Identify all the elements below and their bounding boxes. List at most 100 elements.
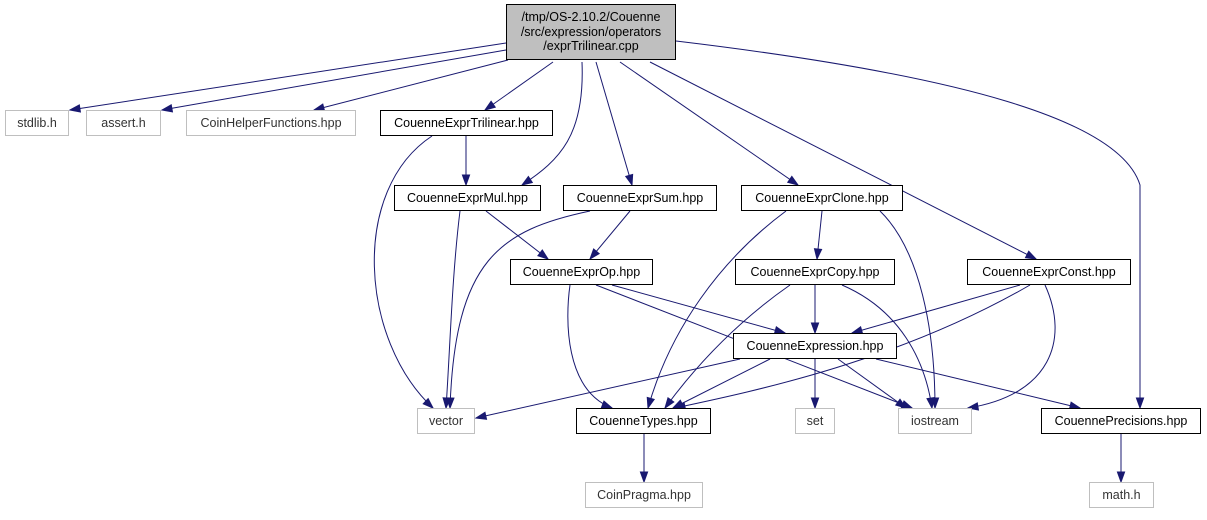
- edge-expression-to-iostream: [837, 358, 908, 409]
- edge-arrowhead: [810, 397, 820, 410]
- node-expression[interactable]: CouenneExpression.hpp: [733, 333, 897, 359]
- edge-clone-to-iostream: [879, 210, 940, 410]
- edge-line: [611, 284, 786, 334]
- edge-line: [484, 61, 554, 111]
- edge-line: [521, 61, 583, 186]
- node-iostream[interactable]: iostream: [898, 408, 972, 434]
- edge-expression-to-vector: [474, 358, 741, 420]
- edge-arrowhead: [1116, 471, 1126, 484]
- edge-root-to-stdlib: [68, 42, 507, 113]
- edge-arrowhead: [646, 396, 655, 410]
- edge-trilinear-to-vector: [373, 135, 435, 410]
- edge-arrowhead: [813, 248, 823, 261]
- edge-expression-to-set: [810, 359, 820, 410]
- node-precisions[interactable]: CouennePrecisions.hpp: [1041, 408, 1201, 434]
- node-root-line-3: /exprTrilinear.cpp: [543, 39, 639, 54]
- edge-line: [649, 61, 1037, 260]
- edge-arrowhead: [474, 411, 488, 420]
- edge-arrowhead: [461, 174, 471, 187]
- node-set[interactable]: set: [795, 408, 835, 434]
- edge-sum-to-op: [589, 210, 631, 261]
- edge-arrowhead: [537, 249, 550, 260]
- edge-trilinear-to-mul: [461, 136, 471, 187]
- node-const[interactable]: CouenneExprConst.hpp: [967, 259, 1131, 285]
- edge-const-to-expression: [850, 284, 1021, 335]
- node-types[interactable]: CouenneTypes.hpp: [576, 408, 711, 434]
- edge-arrowhead: [589, 248, 601, 261]
- node-clone[interactable]: CouenneExprClone.hpp: [741, 185, 903, 211]
- node-root-line-2: /src/expression/operators: [520, 24, 662, 39]
- edge-line: [879, 210, 936, 409]
- node-coinhelper[interactable]: CoinHelperFunctions.hpp: [186, 110, 356, 136]
- edge-expression-to-precisions: [875, 358, 1082, 410]
- edge-line: [445, 210, 461, 409]
- edge-expression-to-types: [671, 358, 771, 409]
- edge-precisions-to-math: [1116, 434, 1126, 484]
- edge-line: [967, 284, 1056, 409]
- node-op[interactable]: CouenneExprOp.hpp: [510, 259, 653, 285]
- edge-arrowhead: [639, 471, 649, 484]
- node-pragma[interactable]: CoinPragma.hpp: [585, 482, 703, 508]
- node-root-line-1: /tmp/OS-2.10.2/Couenne: [521, 10, 661, 25]
- edge-line: [619, 61, 799, 186]
- edge-types-to-pragma: [639, 434, 649, 484]
- edge-line: [674, 284, 1031, 409]
- edge-line: [69, 42, 507, 111]
- edge-line: [161, 49, 507, 111]
- edge-arrowhead: [786, 175, 800, 186]
- node-math[interactable]: math.h: [1089, 482, 1154, 508]
- node-vector[interactable]: vector: [417, 408, 475, 434]
- edge-arrowhead: [664, 396, 675, 410]
- edge-root-to-precisions: [675, 40, 1145, 410]
- edge-arrowhead: [926, 396, 935, 410]
- edge-arrowhead: [483, 100, 497, 111]
- node-assert[interactable]: assert.h: [86, 110, 161, 136]
- edge-arrowhead: [671, 399, 685, 409]
- edge-line: [841, 284, 933, 409]
- edge-line: [449, 210, 591, 409]
- edge-line: [373, 135, 434, 409]
- edge-arrowhead: [422, 397, 435, 410]
- edge-line: [664, 284, 791, 409]
- edge-arrowhead: [446, 397, 455, 410]
- node-stdlib[interactable]: stdlib.h: [5, 110, 69, 136]
- edge-line: [675, 40, 1141, 408]
- edge-arrowhead: [600, 400, 614, 409]
- edge-line: [313, 59, 509, 111]
- node-sum[interactable]: CouenneExprSum.hpp: [563, 185, 717, 211]
- node-trilinear[interactable]: CouenneExprTrilinear.hpp: [380, 110, 553, 136]
- edge-arrowhead: [1135, 397, 1145, 410]
- edge-line: [875, 358, 1081, 409]
- edge-sum-to-vector: [446, 210, 591, 410]
- edge-line: [837, 358, 907, 409]
- edge-line: [595, 61, 633, 186]
- edge-arrowhead: [810, 322, 820, 335]
- edge-mul-to-op: [485, 210, 550, 260]
- edge-root-to-const: [649, 61, 1038, 260]
- edge-line: [567, 284, 613, 409]
- edge-op-to-expression: [611, 284, 787, 335]
- edge-arrowhead: [894, 398, 908, 409]
- edge-arrowhead: [68, 104, 82, 113]
- edge-root-to-mul: [520, 61, 583, 186]
- node-copy[interactable]: CouenneExprCopy.hpp: [735, 259, 895, 285]
- edge-op-to-types: [567, 284, 614, 409]
- edge-line: [851, 284, 1021, 334]
- edge-line: [485, 210, 549, 260]
- edge-clone-to-types: [646, 210, 787, 410]
- edge-clone-to-copy: [813, 210, 823, 261]
- edge-arrowhead: [624, 173, 634, 187]
- edge-line: [647, 210, 787, 409]
- edge-copy-to-types: [664, 284, 791, 410]
- node-mul[interactable]: CouenneExprMul.hpp: [394, 185, 541, 211]
- edge-line: [475, 358, 741, 419]
- edge-arrowhead: [1024, 250, 1038, 260]
- edge-copy-to-expression: [810, 285, 820, 335]
- edge-root-to-trilinear: [483, 61, 554, 111]
- edge-arrowhead: [520, 175, 534, 186]
- edge-line: [672, 358, 771, 409]
- node-root[interactable]: /tmp/OS-2.10.2/Couenne /src/expression/o…: [506, 4, 676, 60]
- edge-copy-to-iostream: [841, 284, 935, 410]
